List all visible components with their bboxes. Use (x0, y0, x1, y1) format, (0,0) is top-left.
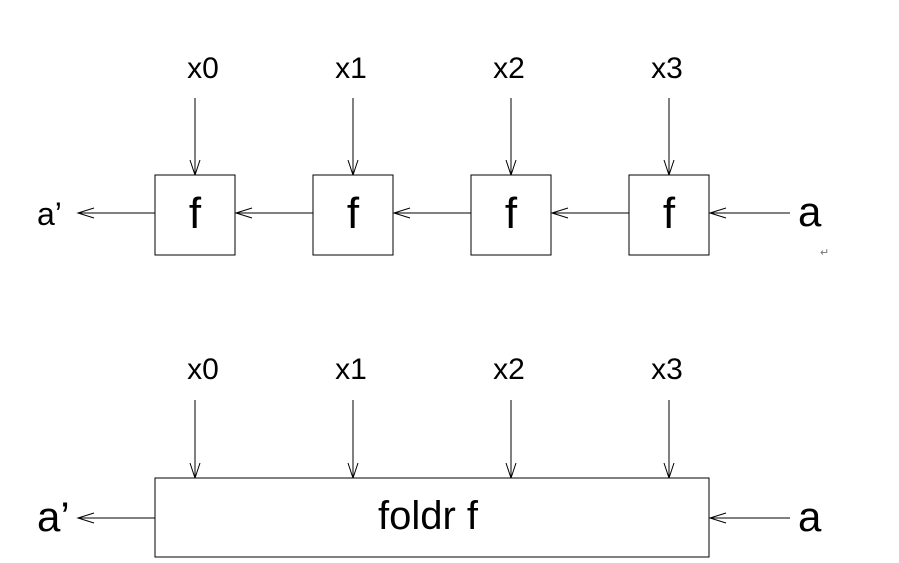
bottom-init-arrow (708, 512, 790, 524)
top-f-box-2: f (312, 174, 394, 256)
return-mark: ↵ (820, 247, 829, 259)
bottom-input-label-x3: x3 (651, 353, 683, 386)
foldr-box: foldr f (154, 477, 710, 558)
top-input-label-x3: x3 (651, 52, 683, 85)
bottom-input-label-x1: x1 (335, 353, 367, 386)
bottom-foldr-diagram: x0 x1 x2 x3 foldr f (37, 353, 822, 558)
top-f-box-4: f (628, 174, 710, 256)
top-input-arrow-x0 (189, 98, 201, 177)
top-f-box-1-label: f (189, 189, 202, 238)
top-f-box-3: f (470, 174, 552, 256)
bottom-input-arrow-x0 (189, 400, 201, 480)
top-link-arrow-4-3 (550, 207, 629, 219)
top-result-label: a’ (37, 196, 62, 232)
bottom-input-arrow-x1 (347, 400, 359, 480)
top-chain-diagram: x0 x1 x2 x3 f f (37, 52, 829, 259)
top-f-box-3-label: f (505, 189, 518, 238)
top-f-box-4-label: f (663, 189, 676, 238)
top-link-arrow-3-2 (392, 207, 471, 219)
top-link-arrow-2-1 (234, 207, 313, 219)
bottom-input-arrow-x2 (505, 400, 517, 480)
top-input-label-x1: x1 (335, 52, 367, 85)
top-f-box-2-label: f (347, 189, 360, 238)
top-input-label-x0: x0 (187, 52, 219, 85)
bottom-result-label: a’ (37, 493, 70, 540)
top-input-arrow-x1 (347, 98, 359, 177)
bottom-input-label-x2: x2 (493, 353, 525, 386)
top-init-arrow (708, 207, 790, 219)
foldr-box-label: foldr f (378, 494, 479, 538)
bottom-init-label: a (798, 493, 822, 540)
bottom-input-arrow-x3 (663, 400, 675, 480)
top-input-arrow-x2 (505, 98, 517, 177)
top-input-arrow-x3 (663, 98, 675, 177)
top-init-label: a (798, 188, 822, 235)
bottom-input-label-x0: x0 (187, 353, 219, 386)
top-input-label-x2: x2 (493, 52, 525, 85)
top-result-arrow (76, 207, 155, 219)
top-f-box-1: f (154, 174, 236, 256)
bottom-result-arrow (76, 512, 155, 524)
